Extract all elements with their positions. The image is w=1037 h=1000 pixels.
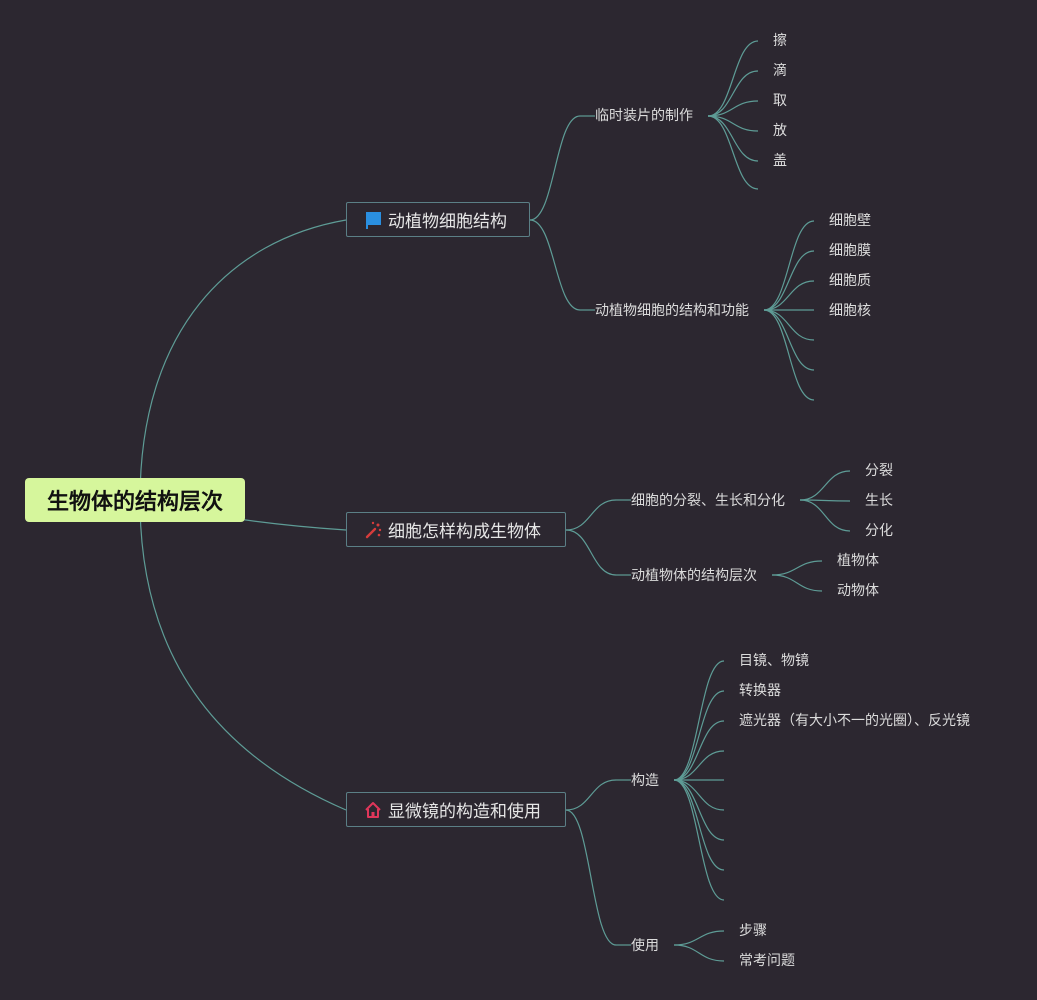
connector-line (565, 499, 617, 531)
connector-line (707, 115, 759, 162)
connector-line (763, 309, 815, 371)
sub-node-slide-making[interactable]: 临时装片的制作 (595, 108, 693, 124)
connector-line (529, 115, 581, 221)
connector-line (673, 720, 725, 781)
connector-line (763, 280, 815, 311)
leaf-node[interactable]: 目镜、物镜 (739, 653, 809, 669)
leaf-node[interactable]: 放 (773, 123, 787, 139)
root-node[interactable]: 生物体的结构层次 (25, 478, 245, 522)
branch-label: 动植物细胞结构 (388, 212, 507, 232)
leaf-node[interactable]: 取 (773, 93, 787, 109)
connector-line (707, 115, 759, 190)
connector-line (707, 115, 759, 132)
leaf-node[interactable]: 擦 (773, 33, 787, 49)
connector-line (565, 809, 617, 946)
leaf-node[interactable]: 分裂 (865, 463, 893, 479)
flag-icon (363, 210, 383, 230)
connector-line (763, 250, 815, 311)
connector-line (707, 100, 759, 117)
connector-line (799, 470, 851, 501)
leaf-node[interactable]: 细胞膜 (829, 243, 871, 259)
connector-line (673, 750, 725, 781)
branch-label: 细胞怎样构成生物体 (388, 522, 541, 542)
branch-node-cell-structure[interactable]: 动植物细胞结构 (346, 202, 530, 237)
connector-line (771, 574, 823, 592)
connector-line (763, 309, 815, 401)
connector-line (673, 944, 725, 962)
connector-line (139, 219, 347, 501)
leaf-node[interactable]: 分化 (865, 523, 893, 539)
leaf-node[interactable]: 植物体 (837, 553, 879, 569)
sub-node-structure[interactable]: 构造 (631, 773, 659, 789)
leaf-node[interactable]: 动物体 (837, 583, 879, 599)
sub-node-usage[interactable]: 使用 (631, 938, 659, 954)
home-icon (363, 800, 383, 820)
branch-node-microscope[interactable]: 显微镜的构造和使用 (346, 792, 566, 827)
connector-line (673, 660, 725, 781)
connector-line (763, 309, 815, 341)
leaf-node[interactable]: 常考问题 (739, 953, 795, 969)
connector-line (673, 779, 725, 871)
connector-line (707, 70, 759, 117)
connector-line (673, 779, 725, 901)
sub-node-cell-function[interactable]: 动植物细胞的结构和功能 (595, 303, 749, 319)
connector-line (529, 219, 581, 311)
leaf-node[interactable]: 生长 (865, 493, 893, 509)
connector-line (707, 40, 759, 117)
connector-line (565, 529, 617, 576)
leaf-node[interactable]: 盖 (773, 153, 787, 169)
connector-line (565, 779, 617, 811)
connector-line (771, 560, 823, 576)
branch-node-cells-form-organism[interactable]: 细胞怎样构成生物体 (346, 512, 566, 547)
magic-wand-icon (363, 520, 383, 540)
connector-line (763, 220, 815, 311)
connector-line (799, 499, 851, 532)
connector-line (139, 499, 347, 811)
branch-label: 显微镜的构造和使用 (388, 802, 541, 822)
leaf-node[interactable]: 遮光器（有大小不一的光圈）、反光镜 (739, 713, 970, 729)
connector-line (673, 930, 725, 946)
leaf-node[interactable]: 滴 (773, 63, 787, 79)
leaf-node[interactable]: 转换器 (739, 683, 781, 699)
connector-line (673, 779, 725, 841)
leaf-node[interactable]: 细胞壁 (829, 213, 871, 229)
sub-node-division-growth[interactable]: 细胞的分裂、生长和分化 (631, 493, 785, 509)
leaf-node[interactable]: 步骤 (739, 923, 767, 939)
leaf-node[interactable]: 细胞核 (829, 303, 871, 319)
sub-node-structural-levels[interactable]: 动植物体的结构层次 (631, 568, 757, 584)
leaf-node[interactable]: 细胞质 (829, 273, 871, 289)
connector-line (673, 690, 725, 781)
